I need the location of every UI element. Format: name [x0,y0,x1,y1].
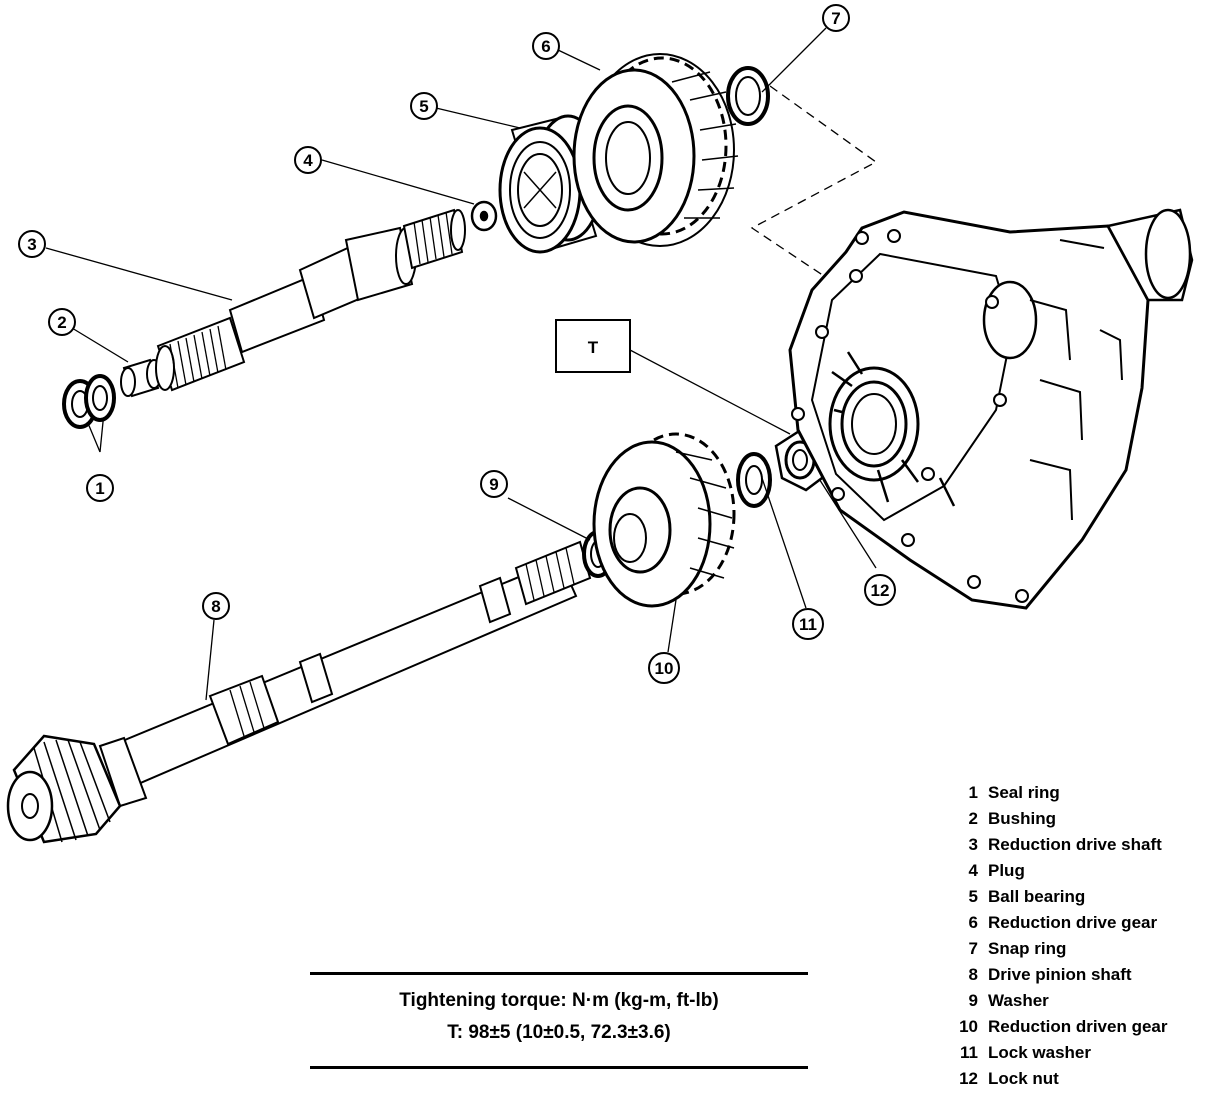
callout-2-label: 2 [57,313,66,332]
torque-tag-label: T [588,338,599,357]
callout-7: 7 [822,4,850,32]
reduction-drive-shaft [155,208,466,392]
callout-7-label: 7 [831,9,840,28]
callout-8: 8 [202,592,230,620]
legend-number: 12 [959,1069,978,1088]
legend-row: 11 Lock washer [948,1040,1210,1066]
legend-row: 4 Plug [948,858,1210,884]
legend-row: 6 Reduction drive gear [948,910,1210,936]
callout-5-label: 5 [419,97,428,116]
legend-number: 3 [968,835,978,854]
callout-2: 2 [48,308,76,336]
torque-spec-box: Tightening torque: N·m (kg-m, ft-lb) T: … [310,972,808,1069]
callout-10: 10 [648,652,680,684]
legend-label: Lock washer [988,1043,1091,1062]
parts-legend: 1 Seal ring 2 Bushing 3 Reduction drive … [948,780,1210,1092]
legend-row: 12 Lock nut [948,1066,1210,1092]
snap-ring [726,66,770,126]
legend-number: 7 [968,939,978,958]
reduction-drive-gear [572,53,739,247]
legend-number: 11 [960,1043,978,1062]
legend-label: Plug [988,861,1025,880]
legend-row: 2 Bushing [948,806,1210,832]
legend-row: 8 Drive pinion shaft [948,962,1210,988]
callout-6-label: 6 [541,37,550,56]
bushing [120,358,162,398]
assembly-dashed-line [750,85,878,293]
legend-number: 8 [968,965,978,984]
callout-8-label: 8 [211,597,220,616]
callout-4: 4 [294,146,322,174]
legend-label: Snap ring [988,939,1067,958]
callout-3: 3 [18,230,46,258]
legend-label: Reduction driven gear [988,1017,1168,1036]
legend-number: 9 [968,991,978,1010]
legend-label: Washer [988,991,1049,1010]
legend-row: 3 Reduction drive shaft [948,832,1210,858]
plug [470,200,498,232]
legend-label: Seal ring [988,783,1060,802]
callout-11: 11 [792,608,824,640]
callout-1: 1 [86,474,114,502]
torque-value: T: 98±5 (10±0.5, 72.3±3.6) [447,1022,671,1043]
legend-row: 9 Washer [948,988,1210,1014]
torque-heading: Tightening torque: N·m (kg-m, ft-lb) [399,990,719,1011]
legend-label: Reduction drive shaft [988,835,1162,854]
callout-12-label: 12 [871,581,890,600]
legend-label: Lock nut [988,1069,1059,1088]
legend-row: 7 Snap ring [948,936,1210,962]
callout-9-label: 9 [489,475,498,494]
lock-washer [736,452,772,508]
callout-5: 5 [410,92,438,120]
torque-top-rule [310,972,808,975]
callout-9: 9 [480,470,508,498]
legend-number: 1 [968,783,978,802]
legend-row: 5 Ball bearing [948,884,1210,910]
legend-label: Drive pinion shaft [988,965,1132,984]
callout-6: 6 [532,32,560,60]
callout-10-label: 10 [655,659,674,678]
legend-number: 4 [968,861,978,880]
callout-1-label: 1 [95,479,104,498]
callout-4-label: 4 [303,151,313,170]
legend-label: Reduction drive gear [988,913,1158,932]
leader-lines [45,27,877,701]
legend-number: 10 [959,1017,978,1036]
callout-3-label: 3 [27,235,36,254]
reduction-driven-gear [592,432,736,608]
seal-rings [62,374,116,429]
legend-label: Ball bearing [988,887,1086,906]
legend-number: 2 [968,809,978,828]
callout-12: 12 [864,574,896,606]
legend-number: 6 [968,913,978,932]
callout-11-label: 11 [799,615,817,634]
legend-row: 1 Seal ring [948,780,1210,806]
drive-pinion-shaft [6,540,592,844]
torque-tag-box [555,319,631,373]
transfer-case-housing [788,208,1194,610]
legend-number: 5 [968,887,978,906]
torque-bottom-rule [310,1066,808,1069]
legend-row: 10 Reduction driven gear [948,1014,1210,1040]
legend-label: Bushing [988,809,1056,828]
